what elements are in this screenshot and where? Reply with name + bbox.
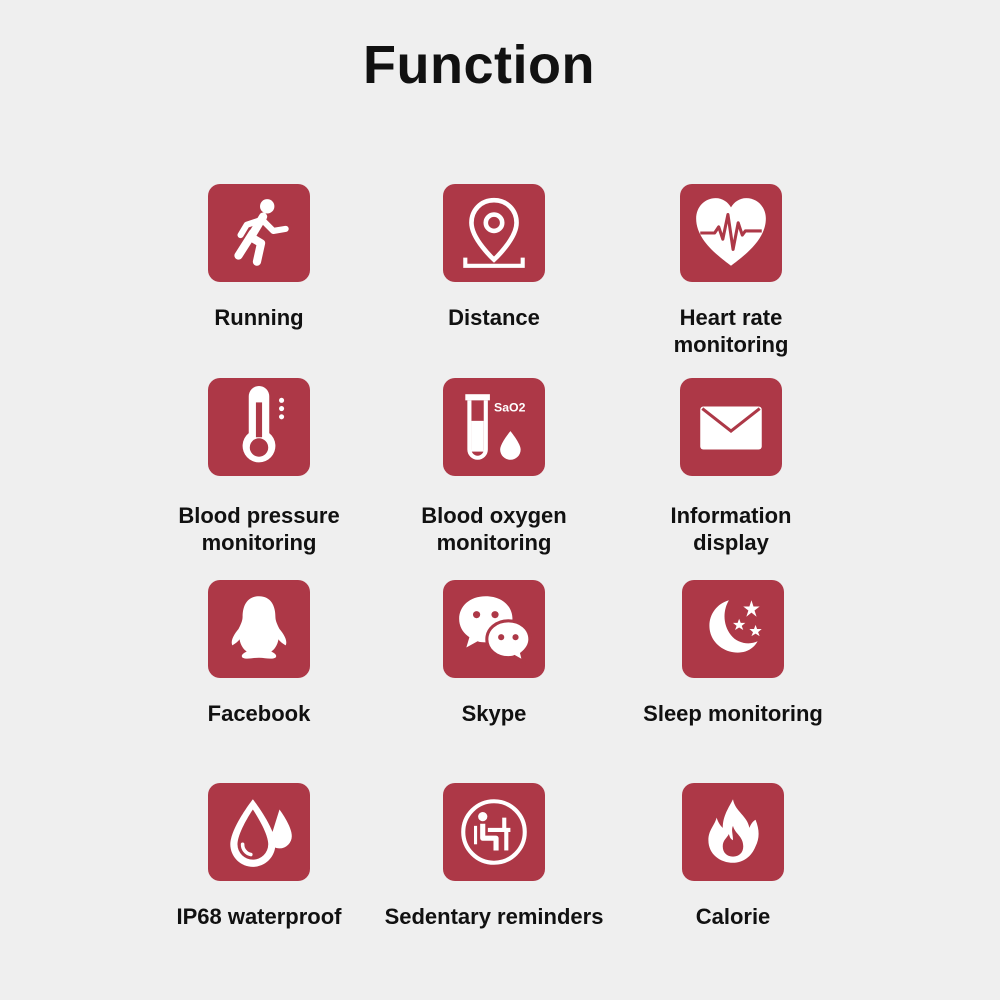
- facebook-tile: [208, 580, 310, 678]
- calorie-tile: [682, 783, 784, 881]
- feature-heart-rate: Heart rate monitoring: [611, 184, 851, 358]
- sao2-label: SaO2: [494, 401, 526, 415]
- feature-label: IP68 waterproof: [176, 904, 342, 929]
- information-display-tile: [680, 378, 782, 476]
- thermometer-icon: [242, 386, 285, 463]
- feature-label: Facebook: [207, 701, 311, 726]
- running-person-icon: [234, 199, 289, 266]
- feature-facebook: Facebook: [139, 580, 379, 727]
- blood-pressure-tile: [208, 378, 310, 476]
- blood-oxygen-tile: SaO2: [443, 378, 545, 476]
- feature-blood-pressure: Blood pressure monitoring: [139, 378, 379, 556]
- feature-waterproof: IP68 waterproof: [139, 783, 379, 930]
- feature-sedentary-reminders: Sedentary reminders: [374, 783, 614, 930]
- feature-label: Sleep monitoring: [643, 701, 823, 726]
- heart-rate-tile: [680, 184, 782, 282]
- feature-label: Heart rate monitoring: [673, 305, 789, 357]
- feature-sleep-monitoring: Sleep monitoring: [613, 580, 853, 727]
- feature-label: Blood oxygen monitoring: [421, 503, 567, 555]
- flame-icon: [708, 799, 759, 863]
- feature-distance: Distance: [374, 184, 614, 331]
- sleep-monitoring-tile: [682, 580, 784, 678]
- feature-information-display: Information display: [611, 378, 851, 556]
- feature-label: Skype: [461, 701, 527, 726]
- map-pin-icon: [463, 197, 525, 268]
- penguin-icon: [231, 596, 287, 659]
- feature-calorie: Calorie: [613, 783, 853, 930]
- feature-label: Sedentary reminders: [384, 904, 604, 929]
- running-tile: [208, 184, 310, 282]
- test-tube-drop-icon: SaO2: [465, 394, 526, 460]
- chat-bubbles-icon: [459, 596, 532, 665]
- feature-running: Running: [139, 184, 379, 331]
- distance-tile: [443, 184, 545, 282]
- feature-label: Information display: [670, 503, 792, 555]
- moon-stars-icon: [709, 600, 762, 653]
- feature-label: Calorie: [695, 904, 771, 929]
- page-title: Function: [363, 35, 595, 95]
- feature-label: Distance: [448, 305, 540, 330]
- sitting-person-icon: [461, 799, 527, 865]
- waterproof-tile: [208, 783, 310, 881]
- feature-blood-oxygen: SaO2 Blood oxygen monitoring: [374, 378, 614, 556]
- water-drops-icon: [230, 799, 292, 867]
- sedentary-reminders-tile: [443, 783, 545, 881]
- skype-tile: [443, 580, 545, 678]
- feature-label: Blood pressure monitoring: [178, 503, 340, 555]
- envelope-icon: [700, 406, 762, 450]
- feature-label: Running: [214, 305, 304, 330]
- feature-skype: Skype: [374, 580, 614, 727]
- heart-pulse-icon: [696, 198, 766, 266]
